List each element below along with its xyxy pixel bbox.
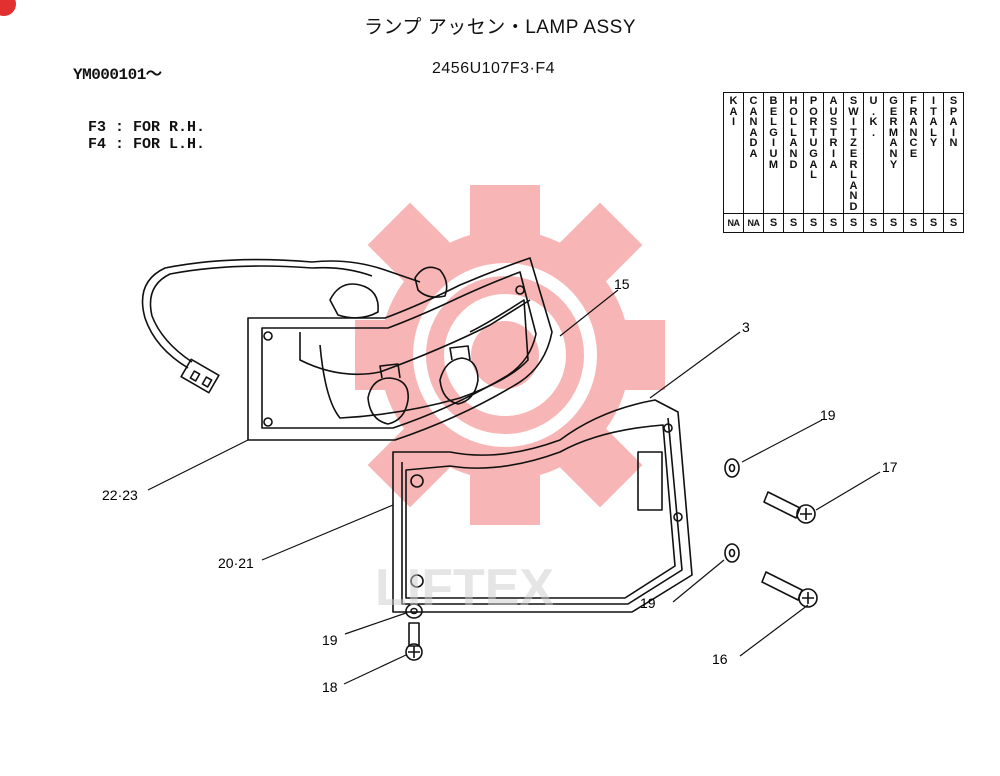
country-code: NA [743, 212, 764, 233]
wiring-harness [141, 258, 421, 369]
washer [405, 458, 740, 619]
callout-19-top: 19 [820, 407, 836, 423]
screw [405, 491, 818, 661]
country-code: S [863, 212, 884, 233]
country-name: U.K. [869, 95, 878, 139]
corner-badge [0, 0, 16, 16]
leader-line [147, 289, 881, 685]
callout-19-right: 19 [640, 595, 656, 611]
serial-range: YM000101～ [73, 66, 162, 84]
callout-16: 16 [712, 651, 728, 667]
callout-20-21: 20·21 [218, 555, 254, 571]
callout-3: 3 [742, 319, 750, 335]
callout-22-23: 22·23 [102, 487, 138, 503]
watermark-text: LIFTEX [375, 559, 554, 617]
variant-note-lh: F4 : FOR L.H. [88, 136, 206, 153]
lamp-lens [392, 399, 693, 613]
page-title: ランプ アッセン・LAMP ASSY [363, 17, 637, 38]
callout-17: 17 [882, 459, 898, 475]
variant-note-rh: F3 : FOR R.H. [88, 119, 206, 136]
lamp-housing [247, 257, 553, 441]
country-code: S [803, 212, 824, 233]
country-code: S [943, 212, 964, 233]
callout-19-left: 19 [322, 632, 338, 648]
watermark-gear-icon [355, 185, 665, 525]
callout-15: 15 [614, 276, 630, 292]
wire-connector [180, 358, 220, 394]
part-code: 2456U107F3·F4 [432, 60, 556, 77]
callout-18: 18 [322, 679, 338, 695]
